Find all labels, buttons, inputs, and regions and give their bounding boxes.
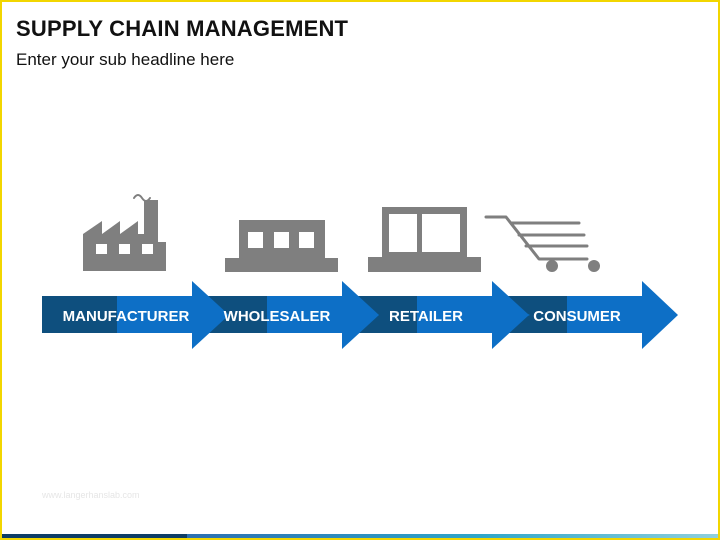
watermark: www.langerhanslab.com bbox=[42, 490, 140, 500]
slide-title: SUPPLY CHAIN MANAGEMENT bbox=[16, 16, 349, 41]
consumer-label: CONSUMER bbox=[533, 308, 621, 325]
manufacturer-arrow bbox=[42, 281, 229, 349]
shopping-cart-icon bbox=[484, 215, 600, 272]
bottom-accent-dark-segment bbox=[2, 534, 187, 538]
bottom-accent-gradient-segment bbox=[187, 534, 718, 538]
manufacturer-label: MANUFACTURER bbox=[63, 308, 190, 325]
wholesaler-label: WHOLESALER bbox=[224, 308, 331, 325]
warehouse-icon bbox=[225, 220, 338, 272]
factory-icon bbox=[83, 194, 166, 271]
retailer-label: RETAILER bbox=[389, 308, 463, 325]
slide-subtitle: Enter your sub headline here bbox=[16, 50, 235, 69]
bottom-accent-bar bbox=[2, 534, 718, 538]
store-icon bbox=[368, 207, 481, 272]
